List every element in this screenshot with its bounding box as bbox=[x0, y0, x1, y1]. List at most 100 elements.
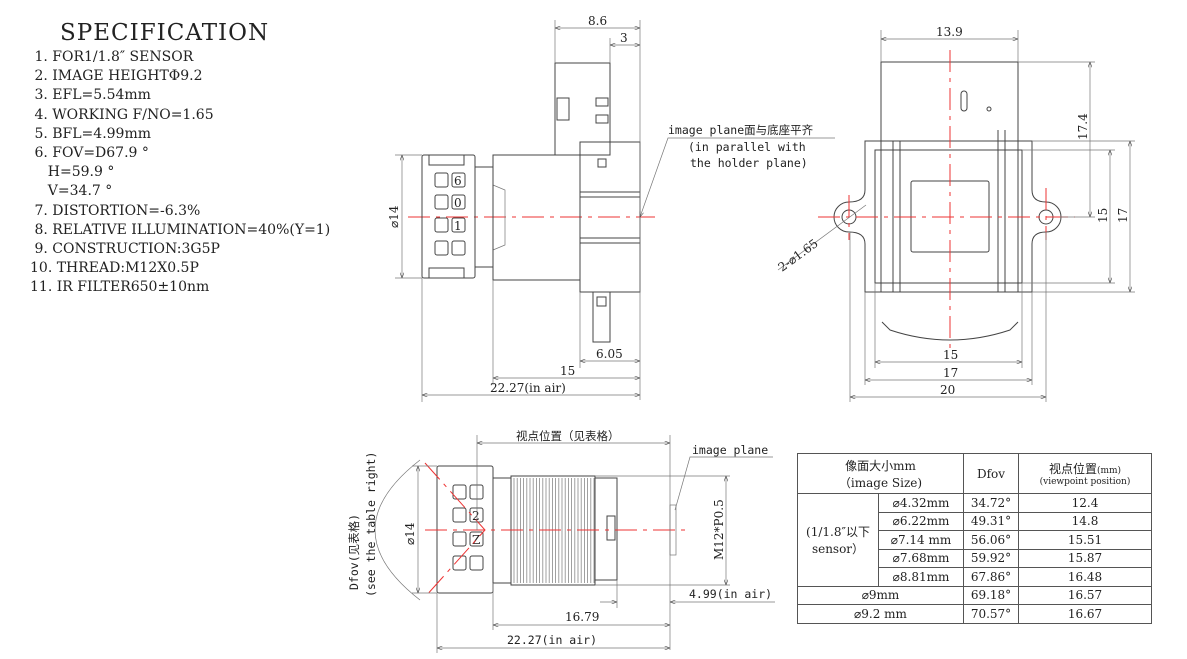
hole-label: 2-⌀1.65 bbox=[776, 236, 821, 274]
cell-vp: 16.57 bbox=[1018, 585, 1152, 605]
leader-line bbox=[640, 137, 835, 217]
cell-dfov: 69.18° bbox=[963, 585, 1019, 605]
header-text: 像面大小mm bbox=[845, 458, 916, 473]
spec-item: H=59.9 ° bbox=[30, 164, 115, 181]
front-view: 13.9 17.4 15 17 15 17 20 2-⌀1.65 bbox=[776, 25, 1135, 402]
leader-line bbox=[777, 204, 867, 271]
header-unit: (mm) bbox=[1096, 466, 1122, 476]
header-viewpoint: 视点位置(mm) (viewpoint position) bbox=[1018, 453, 1152, 494]
cell-vp: 12.4 bbox=[1018, 493, 1152, 513]
note-text: image plane面与底座平齐 bbox=[668, 123, 814, 137]
viewpoint-label: 视点位置（见表格） bbox=[516, 429, 620, 443]
dim-label: 8.6 bbox=[588, 14, 607, 28]
dim-label: 22.27(in air) bbox=[490, 381, 566, 395]
thread-section bbox=[492, 184, 506, 251]
holder-upper-block bbox=[554, 62, 611, 156]
dfov-label: (see the table right) bbox=[364, 452, 378, 597]
cell-vp: 15.51 bbox=[1018, 530, 1152, 550]
spec-item: 11. IR FILTER650±10nm bbox=[30, 279, 210, 296]
lens-mark: 0 bbox=[454, 196, 462, 210]
cell-size: ⌀6.22mm bbox=[878, 511, 964, 531]
fov-arc bbox=[374, 459, 421, 601]
spec-item: 9. CONSTRUCTION:3G5P bbox=[30, 241, 220, 258]
spec-item: 8. RELATIVE ILLUMINATION=40%(Y=1) bbox=[30, 221, 331, 238]
image-plane-label: image plane bbox=[692, 443, 768, 457]
table-row: (1/1.8″以下 sensor） ⌀4.32mm 34.72° 12.4 bbox=[797, 493, 1152, 587]
dim-label: 22.27(in air) bbox=[507, 633, 597, 647]
specification-block: SPECIFICATION 1. FOR1/1.8″ SENSOR 2. IMA… bbox=[30, 18, 330, 298]
dim-label: 15 bbox=[560, 364, 575, 378]
cell-vp: 16.67 bbox=[1018, 604, 1152, 624]
cell-vp: 16.48 bbox=[1018, 567, 1152, 587]
dim-label: 13.9 bbox=[936, 25, 963, 39]
dim-label: 16.79 bbox=[565, 610, 599, 624]
header-text: 视点位置 bbox=[1048, 462, 1097, 476]
cell-dfov: 67.86° bbox=[963, 567, 1019, 587]
viewpoint-table: 像面大小mm （image Size) Dfov 视点位置(mm) (viewp… bbox=[797, 453, 1152, 624]
dim-label: 3 bbox=[620, 31, 628, 45]
header-dfov: Dfov bbox=[963, 453, 1019, 494]
cell-vp: 14.8 bbox=[1018, 511, 1152, 531]
spec-item: 6. FOV=D67.9 ° bbox=[30, 145, 149, 162]
dfov-label: Dfov(见表格) bbox=[347, 514, 361, 590]
cell-dfov: 34.72° bbox=[963, 493, 1019, 513]
spec-item: 10. THREAD:M12X0.5P bbox=[30, 260, 199, 277]
dim-label: 15 bbox=[943, 348, 958, 362]
dim-label: 20 bbox=[940, 383, 955, 397]
group-text: (1/1.8″以下 bbox=[806, 524, 870, 539]
cell-dfov: 70.57° bbox=[963, 604, 1019, 624]
dim-label: ⌀14 bbox=[403, 522, 417, 545]
barrel-notch bbox=[428, 267, 465, 279]
cell-size: ⌀9mm bbox=[797, 585, 964, 605]
note-text: (in parallel with bbox=[688, 140, 806, 154]
group-text: sensor） bbox=[811, 541, 865, 556]
cell-size: ⌀9.2 mm bbox=[797, 604, 964, 624]
side-view: 6 0 1 8.6 3 ⌀14 6.05 15 22.27(in air) im… bbox=[387, 14, 835, 402]
dim-label: 17 bbox=[943, 366, 958, 380]
table-row: ⌀7.68mm 59.92° 15.87 bbox=[798, 548, 1152, 568]
barrel-grips bbox=[434, 172, 466, 256]
cell-dfov: 59.92° bbox=[963, 548, 1019, 568]
leader-line bbox=[674, 456, 773, 511]
spec-title: SPECIFICATION bbox=[60, 20, 270, 46]
note-text: the holder plane) bbox=[690, 156, 808, 170]
spec-item: 4. WORKING F/NO=1.65 bbox=[30, 106, 214, 123]
lens-mark: 1 bbox=[454, 219, 462, 233]
dim-label: 17.4 bbox=[1076, 113, 1090, 140]
lens-mark: 2 bbox=[472, 509, 480, 523]
lens-mark: Z bbox=[472, 533, 480, 547]
dim-label: 17 bbox=[1116, 208, 1130, 223]
dim-label: 4.99(in air) bbox=[689, 587, 772, 601]
dim-label: ⌀14 bbox=[387, 205, 401, 228]
bottom-view: 2 Z 视点位置（见表格） image plane ⌀14 M12*P0.5 4… bbox=[347, 429, 775, 653]
group-label: (1/1.8″以下 sensor） bbox=[797, 493, 879, 587]
cell-size: ⌀7.14 mm bbox=[878, 530, 964, 550]
dim-label: 6.05 bbox=[596, 347, 623, 361]
cell-dfov: 49.31° bbox=[963, 511, 1019, 531]
barrel-notch bbox=[428, 154, 465, 166]
dim-label: 15 bbox=[1096, 208, 1110, 223]
spec-item: 1. FOR1/1.8″ SENSOR bbox=[30, 49, 194, 65]
table-row: ⌀8.81mm 67.86° 16.48 bbox=[798, 567, 1152, 587]
header-text: （image Size) bbox=[838, 475, 923, 490]
spec-item: 7. DISTORTION=-6.3% bbox=[30, 202, 201, 219]
thread-lines bbox=[513, 478, 595, 583]
cell-size: ⌀7.68mm bbox=[878, 548, 964, 568]
spec-item: V=34.7 ° bbox=[30, 183, 113, 200]
cell-size: ⌀8.81mm bbox=[878, 567, 964, 587]
lens-mark: 6 bbox=[454, 174, 462, 188]
spec-item: 2. IMAGE HEIGHTΦ9.2 bbox=[30, 68, 203, 85]
table-row: ⌀9.2 mm 70.57° 16.67 bbox=[797, 604, 1152, 624]
thread-label: M12*P0.5 bbox=[712, 499, 726, 560]
cell-dfov: 56.06° bbox=[963, 530, 1019, 550]
cell-vp: 15.87 bbox=[1018, 548, 1152, 568]
header-text: (viewpoint position) bbox=[1039, 477, 1131, 487]
barrel-grips bbox=[452, 484, 484, 571]
spec-item: 3. EFL=5.54mm bbox=[30, 87, 151, 104]
header-image-size: 像面大小mm （image Size) bbox=[797, 453, 964, 494]
spec-item: 5. BFL=4.99mm bbox=[30, 125, 152, 142]
cell-size: ⌀4.32mm bbox=[878, 493, 964, 513]
lens-mount bbox=[594, 477, 618, 581]
table-row: ⌀9mm 69.18° 16.57 bbox=[797, 585, 1152, 605]
